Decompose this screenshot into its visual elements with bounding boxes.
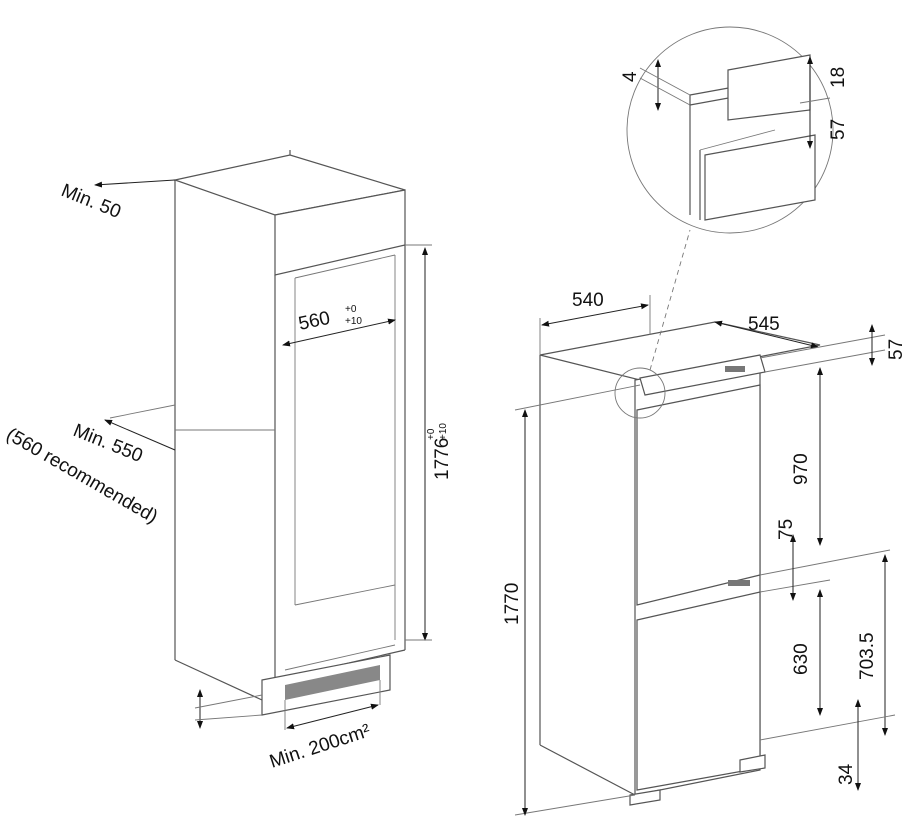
ventilation-grille <box>285 665 380 700</box>
lower-section-label: 703.5 <box>857 632 878 680</box>
cabinet-niche <box>172 150 406 716</box>
min-depth-label: Min. 550 <box>70 420 145 467</box>
niche-height-label: 1776 <box>432 438 453 480</box>
detail-callout: 4 18 57 <box>614 26 849 419</box>
appliance-width-label: 540 <box>572 290 604 311</box>
lower-door-label: 630 <box>791 643 812 675</box>
detail-panel-label: 18 <box>828 67 849 88</box>
detail-gap-label: 4 <box>620 71 641 82</box>
upper-door <box>636 384 761 606</box>
detail-offset-label: 57 <box>828 119 849 140</box>
top-offset-label: 57 <box>886 339 907 360</box>
appliance-depth-label: 545 <box>748 314 780 335</box>
niche-width-tol-upper: +0 <box>345 304 357 315</box>
niche-height-tol-upper: +0 <box>426 428 437 440</box>
niche-width-tol-lower: +10 <box>345 316 362 327</box>
appliance-dimensions: 540 545 57 1770 970 75 630 703.5 34 <box>502 290 907 816</box>
vent-area-label: Min. 200cm² <box>267 720 373 772</box>
niche-height-tol-lower: +10 <box>438 423 449 440</box>
upper-section-label: 970 <box>791 453 812 485</box>
appliance <box>539 321 821 806</box>
min-top-gap-label: Min. 50 <box>58 180 124 223</box>
base-label: 34 <box>836 763 857 785</box>
gap-label: 75 <box>776 519 797 540</box>
niche-width-label: 560 <box>297 308 332 335</box>
total-height-label: 1770 <box>502 583 523 625</box>
